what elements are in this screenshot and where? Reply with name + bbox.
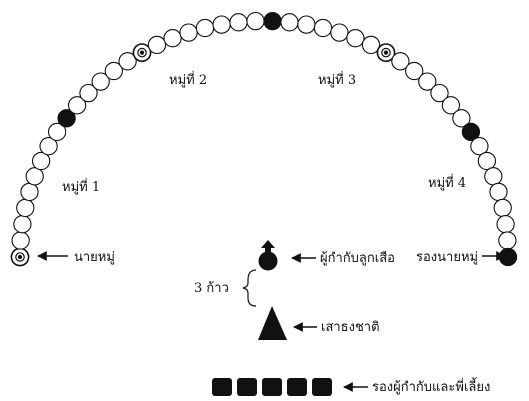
- open-circle-icon: [441, 96, 461, 115]
- open-circle-icon: [313, 18, 333, 38]
- open-circle-icon: [330, 23, 349, 42]
- open-circle-icon: [405, 61, 424, 81]
- filled-circle-icon: [57, 109, 76, 128]
- open-circle-icon: [16, 198, 35, 218]
- open-circle-icon: [47, 122, 67, 142]
- open-circle-icon: [246, 11, 265, 31]
- steps-bracket: [242, 269, 257, 307]
- open-circle-icon: [452, 109, 471, 128]
- open-circle-icon: [346, 29, 365, 48]
- scoutmaster-label: ผู้กำกับลูกเสือ: [320, 250, 395, 266]
- open-circle-icon: [13, 215, 32, 234]
- filled-square-icon: [287, 378, 307, 396]
- filled-square-icon: [312, 378, 332, 396]
- patrol-leader-label: นายหมู่: [74, 250, 115, 265]
- assistant-leader-label: รองนายหมู่: [416, 250, 478, 265]
- dotted-circle-ring: [15, 252, 25, 262]
- dotted-circle-center: [383, 50, 389, 55]
- open-circle-icon: [79, 83, 98, 103]
- open-circle-icon: [489, 182, 508, 202]
- open-circle-icon: [496, 215, 515, 234]
- open-circle-icon: [31, 151, 51, 171]
- flagpole-triangle-icon: [258, 306, 287, 340]
- group-4-label: หมู่ที่ 4: [428, 174, 466, 191]
- filled-square-icon: [212, 378, 232, 396]
- open-circle-icon: [104, 61, 123, 81]
- open-circle-icon: [163, 29, 182, 48]
- filled-circle-icon: [498, 247, 518, 267]
- filled-square-icon: [262, 378, 282, 396]
- open-circle-icon: [229, 13, 248, 32]
- group-2-label: หมู่ที่ 2: [169, 71, 207, 88]
- open-circle-icon: [118, 52, 137, 71]
- assistant-scoutmasters-row: [212, 378, 332, 396]
- open-circle-icon: [280, 13, 299, 32]
- filled-circle-icon: [263, 11, 282, 31]
- dotted-circle-ring: [381, 47, 391, 58]
- open-circle-icon: [361, 35, 381, 55]
- flagpole-label: เสาธงชาติ: [321, 320, 380, 335]
- open-circle-icon: [470, 137, 489, 156]
- open-circle-icon: [297, 15, 316, 34]
- dotted-circle-center: [139, 50, 145, 55]
- open-circle-icon: [484, 167, 503, 186]
- open-circle-icon: [39, 137, 58, 156]
- open-circle-icon: [67, 96, 87, 115]
- open-circle-icon: [147, 35, 167, 55]
- dotted-circle-center: [17, 254, 23, 260]
- open-circle-icon: [493, 198, 512, 218]
- open-circle-icon: [418, 72, 437, 91]
- open-circle-icon: [25, 167, 44, 186]
- filled-square-icon: [237, 378, 257, 396]
- filled-circle-icon: [461, 122, 481, 142]
- open-circle-icon: [179, 23, 198, 42]
- group-1-label: หมู่ที่ 1: [62, 178, 100, 195]
- scoutmaster-marker-icon: [258, 240, 278, 271]
- dotted-circle-ring: [137, 47, 147, 58]
- open-circle-icon: [498, 231, 517, 250]
- open-circle-icon: [430, 83, 449, 103]
- open-circle-icon: [195, 18, 215, 38]
- open-circle-icon: [20, 182, 39, 202]
- assistants-label: รองผู้กำกับและพี่เลี้ยง: [372, 377, 490, 395]
- open-circle-icon: [91, 72, 110, 91]
- steps-label: 3 ก้าว: [194, 281, 229, 296]
- group-3-label: หมู่ที่ 3: [318, 71, 356, 88]
- horseshoe-formation: [10, 11, 518, 267]
- open-circle-icon: [11, 231, 30, 250]
- open-circle-icon: [477, 151, 497, 171]
- open-circle-icon: [212, 15, 231, 34]
- open-circle-icon: [391, 52, 410, 71]
